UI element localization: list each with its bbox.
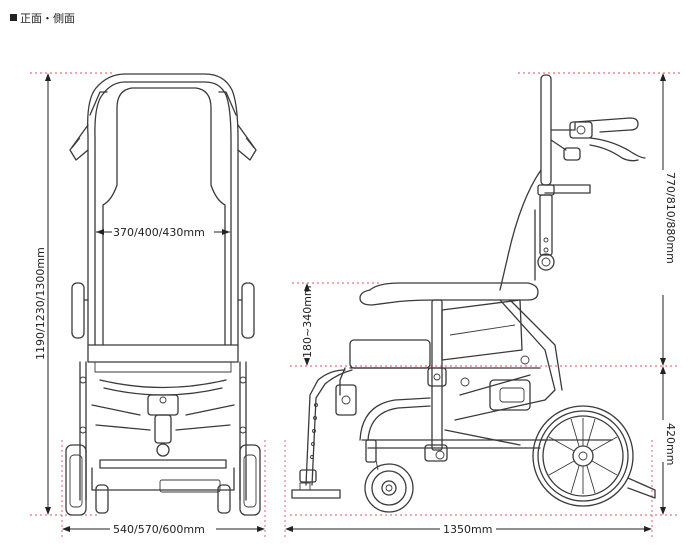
- header-title: 正面・側面: [20, 12, 75, 25]
- seat-height-label: 420mm: [664, 423, 677, 465]
- armrest-height-label: 180~340mm: [301, 285, 314, 358]
- side-length-label: 1350mm: [443, 523, 492, 536]
- side-length-dimension: 1350mm: [285, 523, 652, 536]
- seat-width-dimension: 370/400/430mm: [96, 226, 230, 239]
- guide-lines: [30, 72, 680, 540]
- header-square-icon: [10, 14, 17, 21]
- front-height-dimension: 1190/1230/1300mm: [34, 73, 51, 515]
- backrest-height-dimension: 770/810/880mm: [660, 73, 677, 366]
- seat-width-label: 370/400/430mm: [113, 226, 205, 239]
- armrest-height-dimension: 180~340mm: [300, 283, 314, 366]
- front-width-dimension: 540/570/600mm: [62, 523, 265, 536]
- side-view: [291, 74, 656, 513]
- front-height-label: 1190/1230/1300mm: [34, 247, 47, 360]
- front-view: [65, 73, 261, 516]
- front-width-label: 540/570/600mm: [113, 523, 205, 536]
- backrest-height-label: 770/810/880mm: [664, 172, 677, 264]
- seat-height-dimension: 420mm: [660, 366, 677, 515]
